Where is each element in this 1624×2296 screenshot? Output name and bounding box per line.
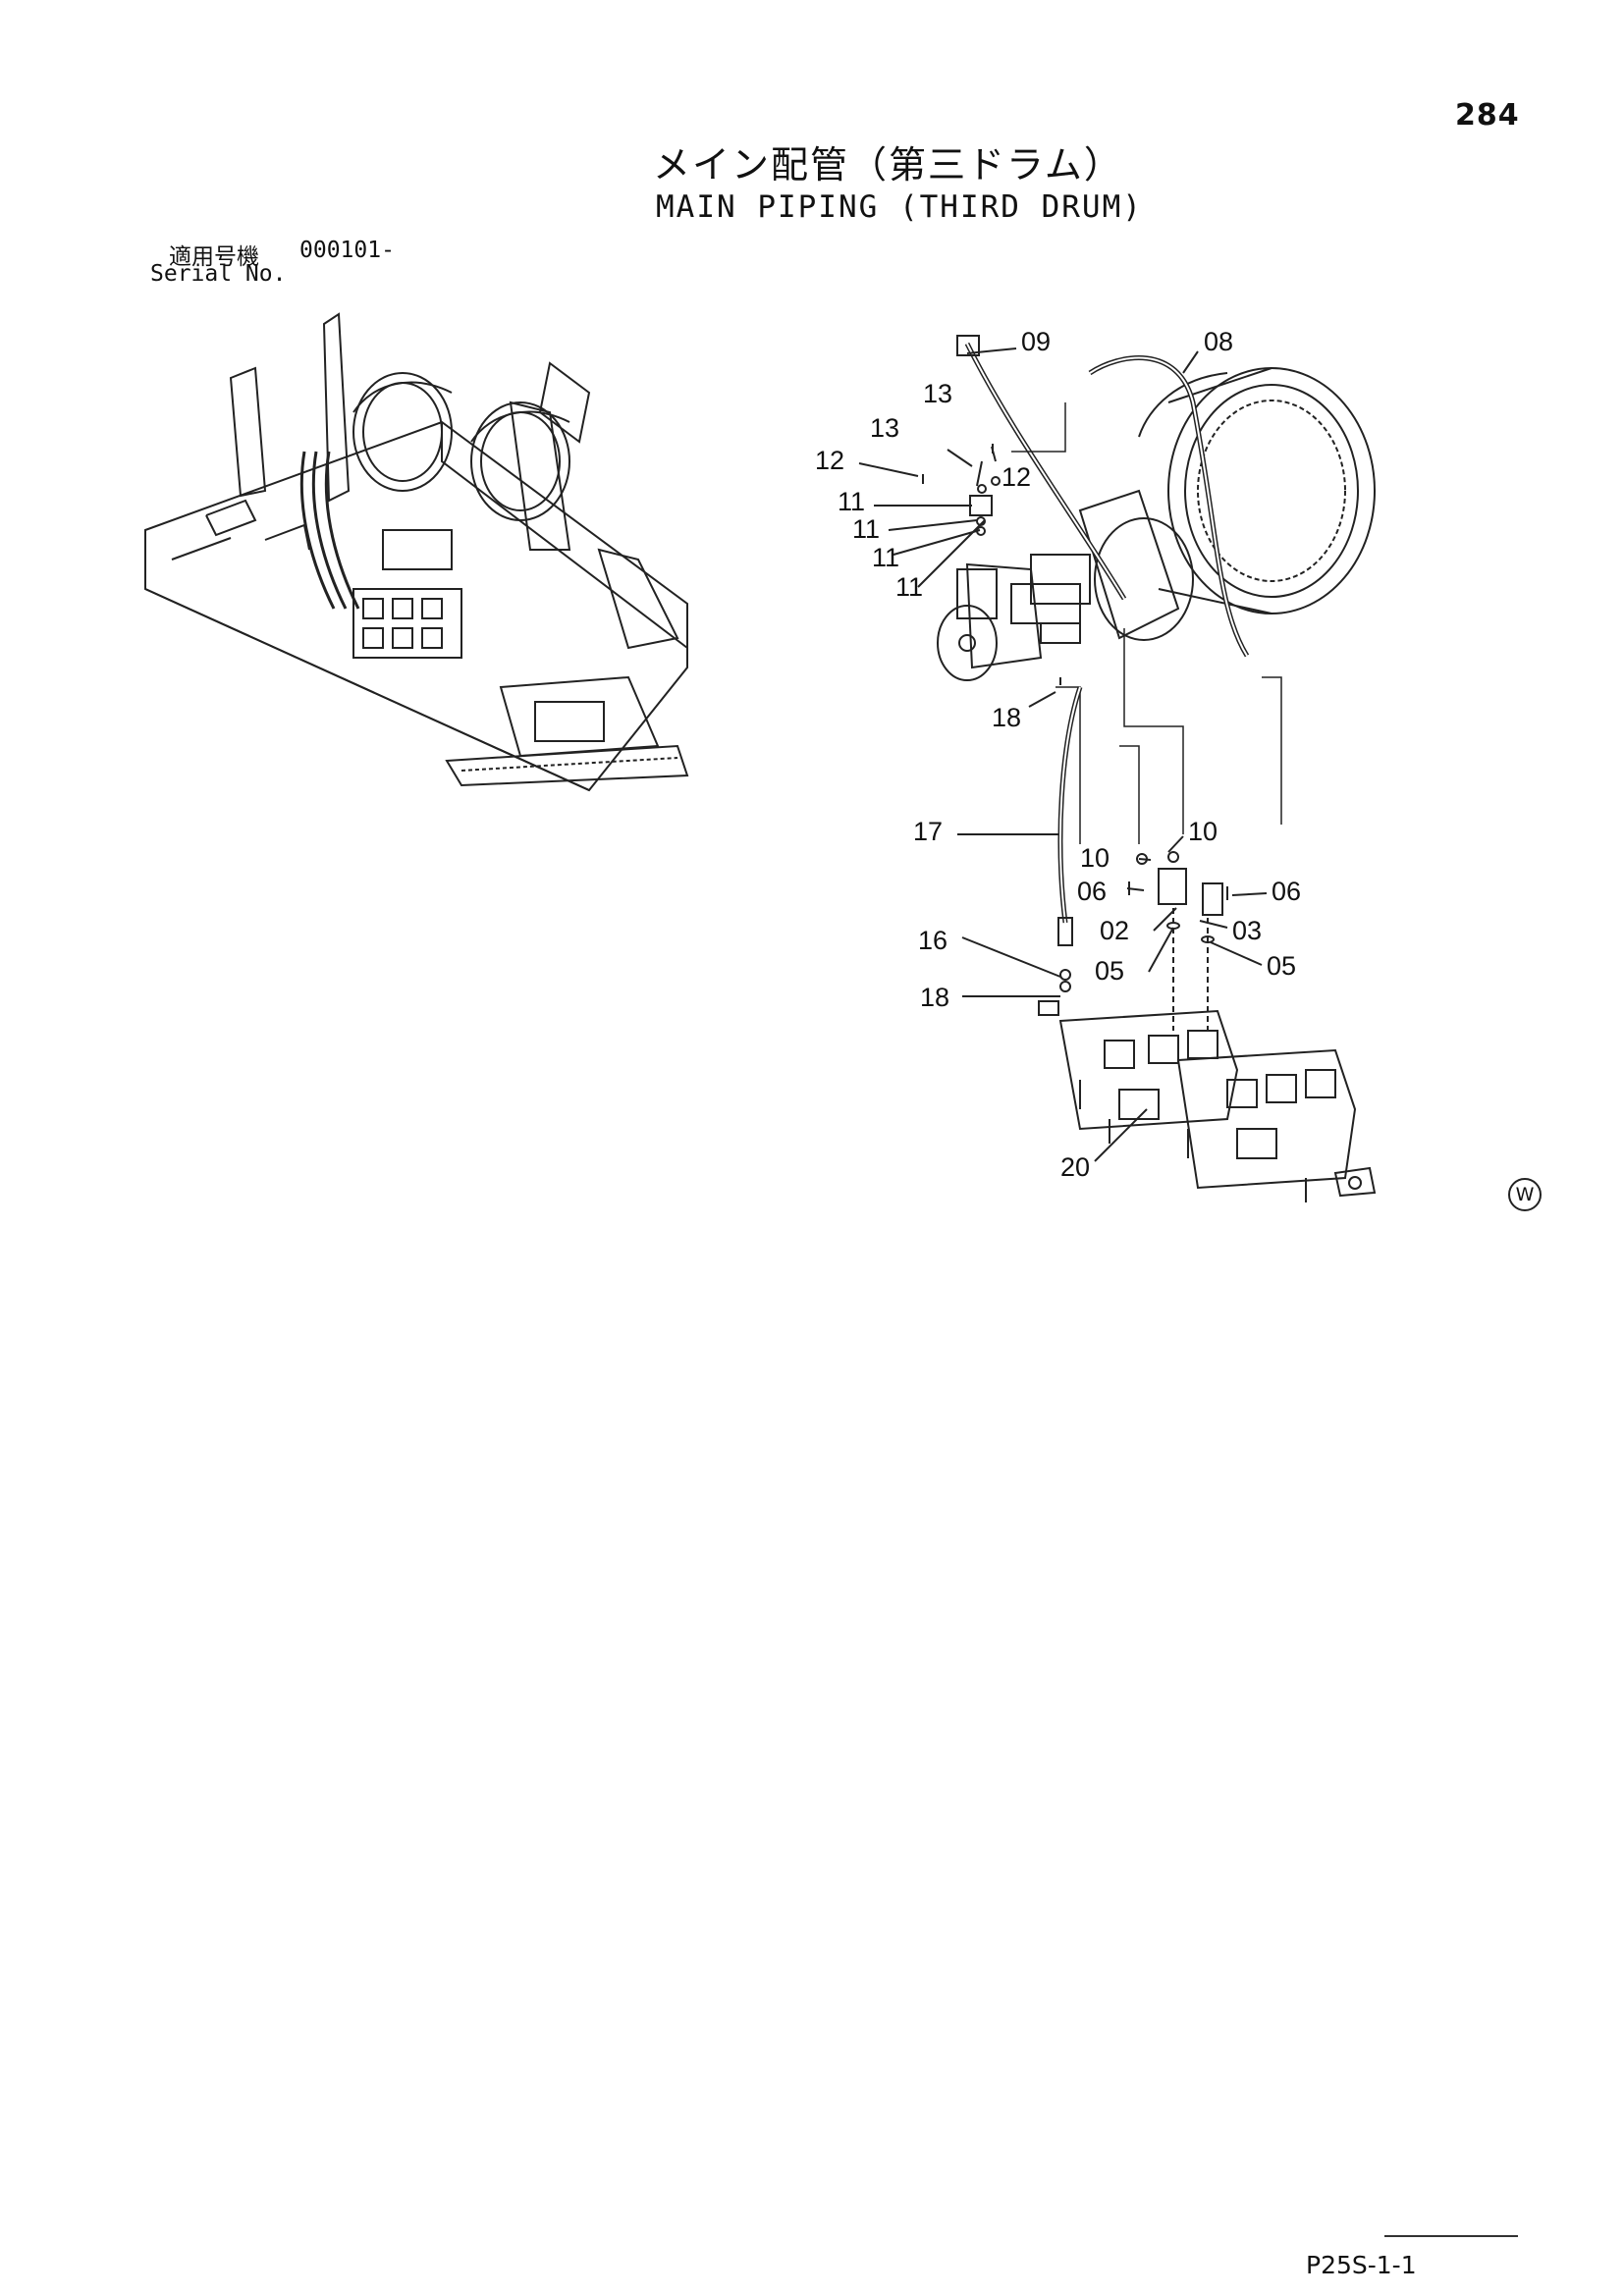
- callout-05-a: 05: [1095, 956, 1124, 986]
- callout-06-b: 06: [1272, 877, 1301, 906]
- callout-11-c: 11: [872, 543, 899, 572]
- callout-13-a: 13: [923, 379, 952, 408]
- callout-10-b: 10: [1080, 843, 1110, 873]
- w-circle-mark: W: [1508, 1178, 1542, 1211]
- serial-number-value: 000101-: [299, 238, 395, 263]
- callout-18-b: 18: [920, 983, 949, 1012]
- callout-12-b: 12: [1001, 462, 1031, 492]
- callout-13-b: 13: [870, 413, 899, 443]
- callout-09: 09: [1021, 327, 1051, 356]
- footer-page-code: P25S-1-1: [1306, 2251, 1417, 2279]
- machine-overview-drawing: [144, 312, 689, 792]
- callout-12-a: 12: [815, 446, 844, 475]
- page-title-english: MAIN PIPING (THIRD DRUM): [656, 189, 1143, 225]
- callout-17: 17: [913, 817, 943, 846]
- callout-11-d: 11: [895, 572, 923, 602]
- page-number: 284: [1455, 98, 1520, 133]
- callout-06-a: 06: [1077, 877, 1107, 906]
- callout-11-a: 11: [838, 487, 865, 516]
- callout-11-b: 11: [852, 514, 880, 544]
- serial-label-japanese: 適用号機: [169, 244, 259, 270]
- footer-divider: [1384, 2235, 1518, 2237]
- callout-18-a: 18: [992, 703, 1021, 732]
- page-title-japanese: メイン配管（第三ドラム）: [653, 143, 1123, 187]
- callout-03: 03: [1232, 916, 1262, 945]
- third-drum-piping-drawing: [858, 335, 1377, 1202]
- serial-label-english: Serial No.: [150, 261, 287, 287]
- part-callouts: 09 08 13 13 12 12 11 11 11 11 18 17 10 1…: [815, 327, 1301, 1182]
- callout-16: 16: [918, 926, 947, 955]
- callout-02: 02: [1100, 916, 1129, 945]
- callout-08: 08: [1204, 327, 1233, 356]
- callout-10-a: 10: [1188, 817, 1218, 846]
- callout-20: 20: [1060, 1152, 1090, 1182]
- callout-05-b: 05: [1267, 951, 1296, 981]
